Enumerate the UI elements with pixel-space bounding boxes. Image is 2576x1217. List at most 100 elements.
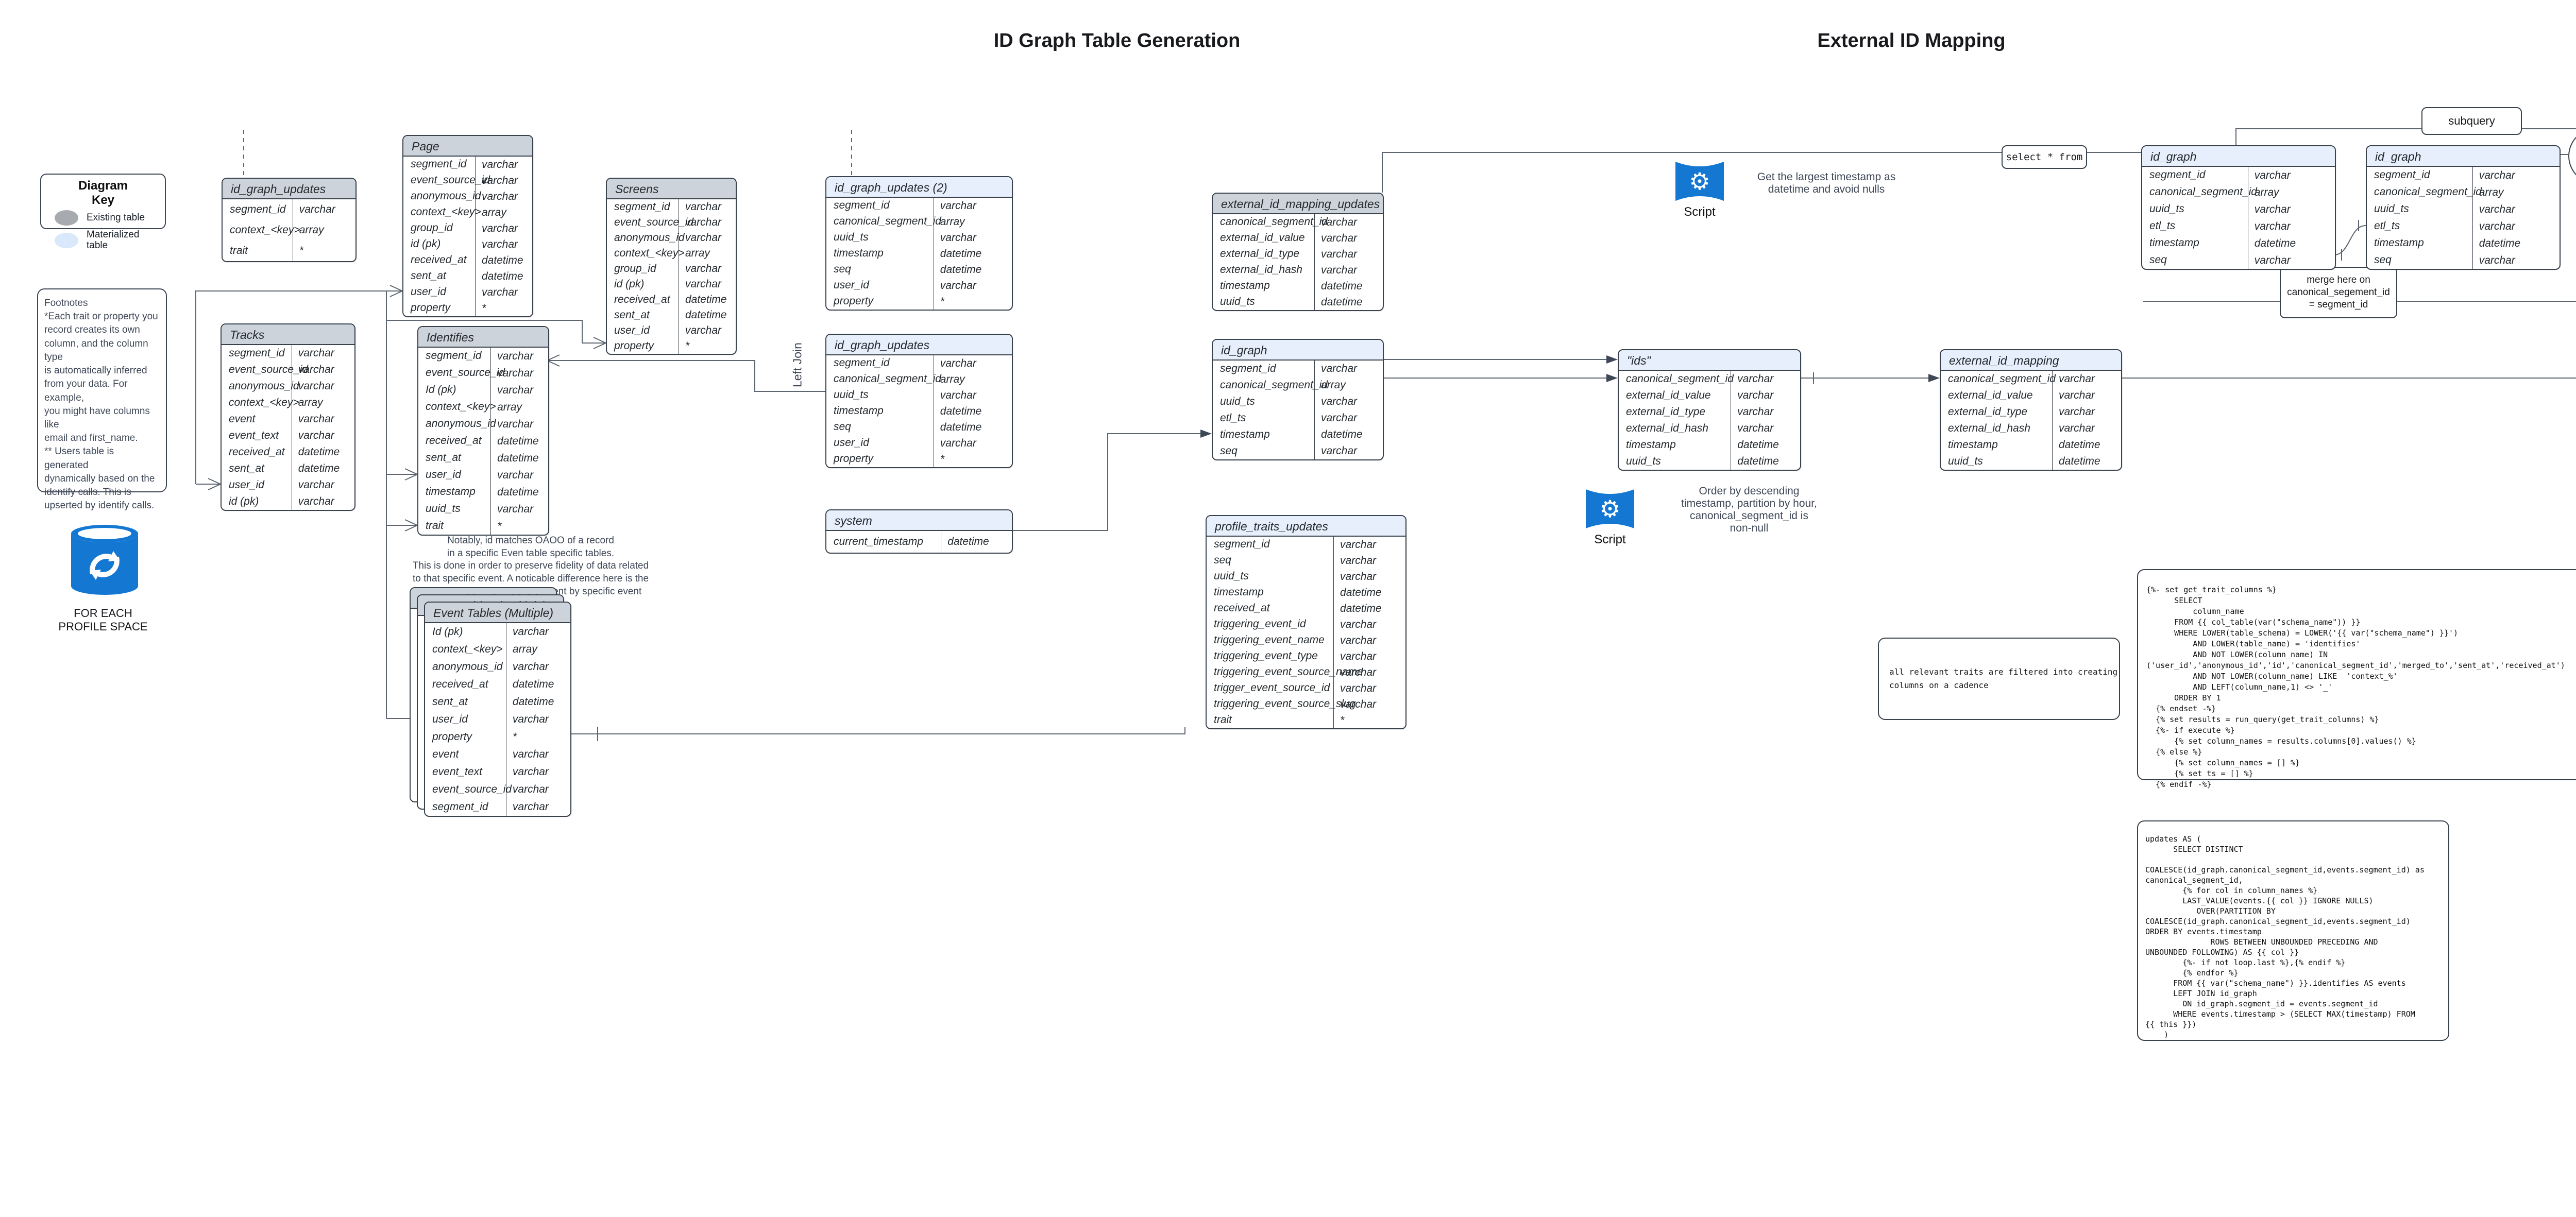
column-name: timestamp [418, 484, 492, 501]
column-name: segment_id [826, 198, 934, 214]
column-name: event_source_id [418, 365, 505, 382]
column-type: varchar [1340, 682, 1377, 694]
column-name: segment_id [1213, 361, 1315, 377]
column-type: varchar [482, 238, 518, 250]
select-from-box[interactable]: select * from [2002, 145, 2087, 169]
table-title: Page [412, 139, 439, 153]
gear-icon-2: ⚙ [1599, 495, 1621, 522]
column-type: varchar [1340, 666, 1377, 678]
column-name: canonical_segment_id [1213, 377, 1328, 393]
union-node[interactable]: Union [2568, 126, 2576, 186]
column-type: datetime [1737, 439, 1779, 451]
column-name: sent_at [425, 693, 506, 711]
column-type: varchar [2479, 203, 2515, 215]
column-name: uuid_ts [2142, 201, 2248, 218]
column-type: datetime [497, 435, 539, 447]
script-flag-icon-1[interactable] [1675, 161, 1724, 202]
column-name: anonymous_id [607, 230, 685, 246]
column-type: varchar [940, 437, 976, 449]
diagram-key[interactable]: Diagram Key Existing table Materialized … [40, 174, 166, 251]
column-name: triggering_event_name [1207, 632, 1334, 648]
column-name: timestamp [1941, 437, 2053, 453]
column-name: segment_id [223, 199, 293, 220]
footnotes-box[interactable]: Footnotes *Each trait or property you re… [37, 288, 167, 511]
section-title-id-graph: ID Graph Table Generation [993, 30, 1241, 52]
column-type: * [512, 731, 517, 743]
script-flag-icon-2[interactable] [1586, 488, 1634, 529]
column-name: event_text [222, 427, 292, 444]
column-name: uuid_ts [2367, 201, 2473, 218]
column-type: array [497, 401, 522, 413]
column-type: varchar [482, 190, 518, 202]
column-type: varchar [1321, 412, 1358, 424]
column-name: user_id [607, 323, 679, 338]
column-type: varchar [1340, 538, 1377, 551]
code-block-updates-cte[interactable]: updates AS ( SELECT DISTINCT COALESCE(id… [2137, 820, 2449, 1041]
column-name: external_id_hash [1619, 420, 1732, 437]
column-name: external_id_type [1941, 404, 2053, 420]
script-note-1: Get the largest timestamp as datetime an… [1757, 171, 1896, 195]
script-label-1: Script [1684, 205, 1716, 219]
column-name: canonical_segment_id [2367, 184, 2482, 201]
column-name: Id (pk) [425, 623, 506, 641]
column-type: varchar [482, 222, 518, 234]
column-name: segment_id [1207, 537, 1334, 553]
column-name: external_id_hash [1213, 262, 1315, 278]
column-type: * [1340, 714, 1345, 726]
traits-note-box[interactable]: all relevant traits are filtered into cr… [1878, 638, 2120, 720]
profile-space-database-icon[interactable] [66, 521, 143, 601]
column-type: varchar [940, 231, 976, 244]
merge-note-box[interactable]: merge here on canonical_segement_id = se… [2280, 267, 2397, 318]
column-name: seq [2142, 252, 2248, 269]
column-type: * [482, 302, 486, 314]
column-name: uuid_ts [1213, 393, 1315, 410]
column-type: varchar [482, 158, 518, 170]
column-name: user_id [403, 284, 476, 300]
column-name: etl_ts [2142, 218, 2248, 235]
table-row: Id (pk)varchar [418, 382, 548, 399]
table-title: Identifies [427, 330, 474, 344]
column-type: array [685, 247, 710, 259]
table-title: external_id_mapping [1949, 353, 2059, 367]
subquery-box[interactable]: subquery [2421, 107, 2522, 135]
code-block-get-trait-columns[interactable]: {%- set get_trait_columns %} SELECT colu… [2137, 569, 2576, 789]
